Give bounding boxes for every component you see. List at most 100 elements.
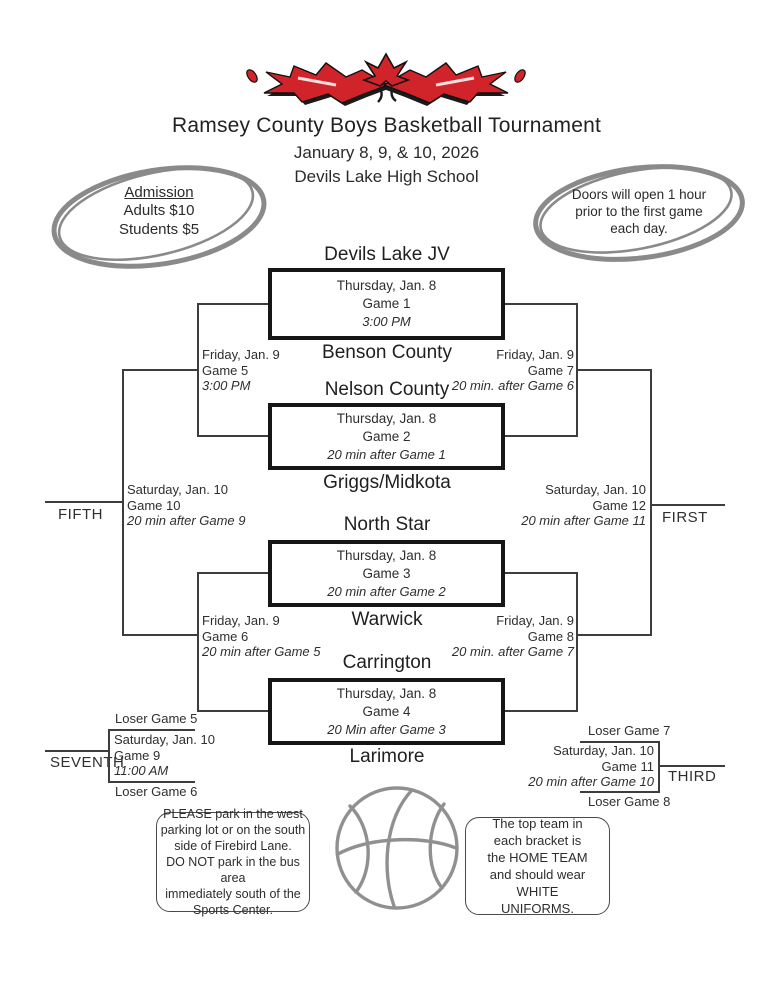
game1-number: Game 1 — [362, 296, 411, 311]
parking-note: PLEASE park in the west parking lot or o… — [156, 807, 310, 917]
bracket-line — [197, 435, 268, 437]
home-team-note: The top team in each bracket is the HOME… — [465, 816, 610, 916]
page-title: Ramsey County Boys Basketball Tournament — [172, 114, 601, 137]
game10-date: Saturday, Jan. 10 — [127, 482, 228, 497]
home-team-note-line: The top team in — [492, 816, 583, 831]
doors-note: Doors will open 1 hour prior to the firs… — [523, 186, 755, 237]
team-benson-county: Benson County — [322, 342, 452, 363]
game10-number: Game 10 — [127, 497, 181, 513]
bracket-line — [122, 369, 197, 371]
game6-time: 20 min after Game 5 — [202, 644, 321, 659]
firebird-flame-logo-icon — [246, 52, 526, 106]
team-north-star: North Star — [343, 514, 431, 535]
game5-info: Friday, Jan. 9 Game 5 3:00 PM — [202, 347, 280, 394]
game7-info: Friday, Jan. 9 Game 7 20 min. after Game… — [452, 347, 574, 394]
game8-info: Friday, Jan. 9 Game 8 20 min. after Game… — [452, 613, 574, 660]
game3-date: Thursday, Jan. 8 — [336, 547, 437, 563]
bracket-line — [197, 572, 268, 574]
team-devils-lake-jv: Devils Lake JV — [324, 244, 450, 265]
game1-box: Thursday, Jan. 8 Game 1 3:00 PM — [268, 268, 505, 340]
game10-info: Saturday, Jan. 10 Game 10 20 min after G… — [127, 482, 246, 529]
bracket-line — [108, 729, 110, 783]
game2-date: Thursday, Jan. 8 — [336, 410, 437, 426]
home-team-note-line: each bracket is — [493, 833, 582, 848]
bracket-line — [505, 435, 578, 437]
game2-box: Thursday, Jan. 8 Game 2 20 min after Gam… — [268, 403, 505, 470]
bracket-line — [580, 791, 660, 793]
bracket-line — [505, 572, 578, 574]
bracket-line — [197, 303, 268, 305]
game12-number: Game 12 — [592, 497, 646, 513]
bracket-line — [505, 710, 578, 712]
team-warwick: Warwick — [351, 609, 423, 630]
game6-number: Game 6 — [202, 628, 249, 644]
game11-info: Saturday, Jan. 10 Game 11 20 min after G… — [528, 743, 654, 790]
parking-note-line: Sports Center. — [193, 903, 273, 917]
game12-time: 20 min after Game 11 — [521, 513, 646, 528]
game5-number: Game 5 — [202, 362, 249, 378]
loser-game7-label: Loser Game 7 — [588, 723, 671, 738]
doors-note-line: Doors will open 1 hour — [571, 187, 707, 202]
loser-game6-label: Loser Game 6 — [115, 784, 198, 799]
game1-date: Thursday, Jan. 8 — [336, 278, 437, 293]
game11-time: 20 min after Game 10 — [528, 774, 654, 789]
bracket-line — [122, 369, 124, 636]
game9-number: Game 9 — [114, 747, 161, 763]
game2-time: 20 min after Game 1 — [327, 446, 446, 462]
game4-time: 20 Min after Game 3 — [327, 721, 446, 737]
game7-date: Friday, Jan. 9 — [496, 347, 574, 362]
bracket-line — [197, 572, 199, 712]
first-place-line — [650, 504, 725, 506]
game4-box: Thursday, Jan. 8 Game 4 20 Min after Gam… — [268, 678, 505, 745]
parking-note-line: parking lot or on the south — [160, 823, 306, 837]
event-venue: Devils Lake High School — [294, 167, 479, 186]
game6-date: Friday, Jan. 9 — [202, 613, 280, 628]
fifth-place-line — [45, 501, 122, 503]
seventh-place-label: SEVENTH — [50, 754, 125, 771]
game7-number: Game 7 — [527, 362, 574, 378]
loser-game8-label: Loser Game 8 — [588, 794, 671, 809]
game1-time: 3:00 PM — [362, 314, 411, 329]
game12-info: Saturday, Jan. 10 Game 12 20 min after G… — [521, 482, 646, 529]
home-team-note-line: the HOME TEAM — [487, 850, 588, 865]
parking-note-line: immediately south of the — [165, 887, 301, 901]
game3-number: Game 3 — [362, 565, 411, 581]
third-place-label: THIRD — [668, 768, 717, 785]
game5-date: Friday, Jan. 9 — [202, 347, 280, 362]
event-dates: January 8, 9, & 10, 2026 — [293, 143, 480, 162]
parking-note-line: PLEASE park in the west — [163, 807, 303, 821]
bracket-line — [580, 741, 660, 743]
third-place-line — [658, 765, 725, 767]
doors-note-line: prior to the first game — [575, 204, 703, 219]
game9-info: Saturday, Jan. 10 Game 9 11:00 AM — [114, 732, 215, 779]
fifth-place-label: FIFTH — [58, 506, 103, 523]
bracket-line — [505, 303, 578, 305]
game4-date: Thursday, Jan. 8 — [336, 685, 437, 701]
bracket-line — [658, 741, 660, 793]
bracket-line — [650, 369, 652, 636]
game11-number: Game 11 — [601, 758, 654, 774]
game8-time: 20 min. after Game 7 — [451, 644, 574, 659]
game10-time: 20 min after Game 9 — [127, 513, 246, 528]
home-team-note-line: UNIFORMS. — [501, 901, 574, 916]
parking-note-line: side of Firebird Lane. — [174, 839, 292, 853]
bracket-line — [108, 729, 195, 731]
first-place-label: FIRST — [662, 509, 708, 526]
bracket-line — [576, 572, 578, 712]
admission-oval-icon — [51, 165, 267, 269]
game2-number: Game 2 — [362, 428, 411, 444]
game11-date: Saturday, Jan. 10 — [553, 743, 654, 758]
game12-date: Saturday, Jan. 10 — [545, 482, 646, 497]
game4-number: Game 4 — [362, 703, 411, 719]
game6-info: Friday, Jan. 9 Game 6 20 min after Game … — [202, 613, 321, 660]
basketball-icon — [335, 786, 459, 910]
game3-box: Thursday, Jan. 8 Game 3 20 min after Gam… — [268, 540, 505, 607]
seventh-place-line — [45, 750, 108, 752]
home-team-note-line: WHITE — [516, 884, 559, 899]
doors-oval-icon — [533, 164, 745, 262]
team-griggs-midkota: Griggs/Midkota — [323, 472, 451, 493]
doors-note-line: each day. — [610, 221, 668, 236]
game9-time: 11:00 AM — [114, 763, 169, 778]
game8-date: Friday, Jan. 9 — [496, 613, 574, 628]
